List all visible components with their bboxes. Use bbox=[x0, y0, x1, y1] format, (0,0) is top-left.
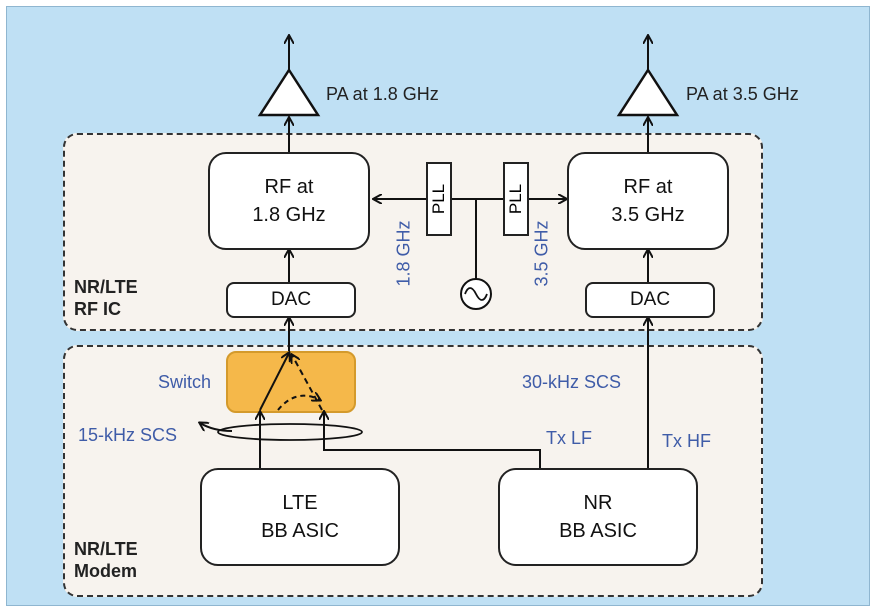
nr-bb-box: NR BB ASIC bbox=[498, 468, 698, 566]
tx-lf-label: Tx LF bbox=[546, 428, 593, 448]
pa-right-label: PA at 3.5 GHz bbox=[686, 84, 799, 104]
modem-label: NR/LTE Modem bbox=[74, 539, 138, 581]
freq-left-label: 1.8 GHz bbox=[393, 220, 414, 287]
switch-block bbox=[226, 351, 356, 413]
lte-bb-box: LTE BB ASIC bbox=[200, 468, 400, 566]
freq-right-label: 3.5 GHz bbox=[531, 220, 552, 287]
pa-left-label: PA at 1.8 GHz bbox=[326, 84, 439, 104]
rf-right-box: RF at 3.5 GHz bbox=[567, 152, 729, 250]
dac-right-box: DAC bbox=[585, 282, 715, 318]
pa-right-triangle bbox=[616, 67, 680, 117]
rf-ic-label: NR/LTE RF IC bbox=[74, 277, 138, 319]
tx-hf-label: Tx HF bbox=[662, 431, 711, 451]
scs-30-label: 30-kHz SCS bbox=[522, 372, 622, 392]
switch-label: Switch bbox=[158, 372, 212, 392]
dac-left-box: DAC bbox=[226, 282, 356, 318]
scs-15-label: 15-kHz SCS bbox=[78, 425, 178, 445]
rf-left-box: RF at 1.8 GHz bbox=[208, 152, 370, 250]
pll-left-box: PLL bbox=[426, 162, 452, 236]
pa-left-triangle bbox=[257, 67, 321, 117]
pll-right-label: PLL bbox=[506, 183, 525, 215]
pll-left-label: PLL bbox=[429, 183, 448, 215]
pll-right-box: PLL bbox=[503, 162, 529, 236]
